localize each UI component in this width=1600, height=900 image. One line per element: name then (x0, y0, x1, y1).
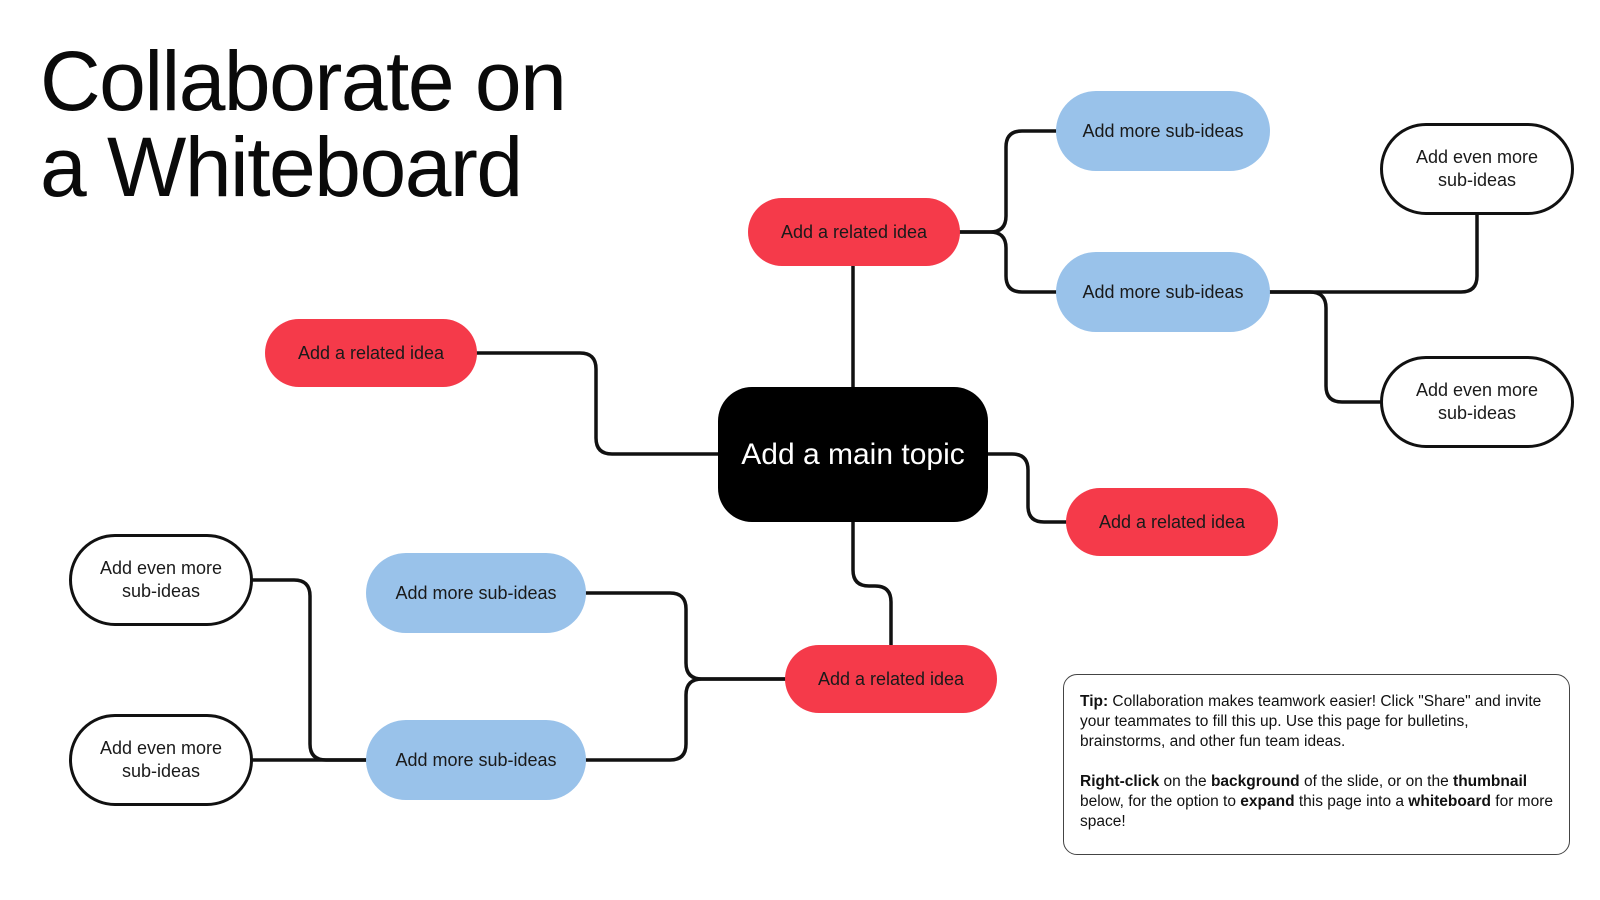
tip-text-segment: whiteboard (1408, 793, 1491, 810)
leaf-idea-label: Add even more sub-ideas (99, 558, 223, 601)
connector-main-related-left (475, 351, 720, 456)
leaf-idea-node-right-1[interactable]: Add even more sub-ideas (1380, 123, 1574, 215)
tip-text-segment: this page into a (1294, 793, 1409, 810)
sub-idea-node-bottom-2[interactable]: Add more sub-ideas (366, 720, 586, 800)
related-idea-node-bottom[interactable]: Add a related idea (785, 645, 997, 713)
sub-idea-node-bottom-1[interactable]: Add more sub-ideas (366, 553, 586, 633)
sub-idea-label: Add more sub-ideas (395, 582, 557, 603)
leaf-idea-node-right-2[interactable]: Add even more sub-ideas (1380, 356, 1574, 448)
main-topic-label: Add a main topic (741, 438, 965, 471)
tip-text-segment: Right-click (1080, 773, 1160, 790)
connector-related-top-sub-1 (958, 129, 1058, 234)
connector-main-related-right (986, 452, 1068, 524)
leaf-idea-label: Add even more sub-ideas (1415, 380, 1539, 423)
sub-idea-label: Add more sub-ideas (1082, 120, 1244, 141)
leaf-idea-node-left-1[interactable]: Add even more sub-ideas (69, 534, 253, 626)
connector-sub-2-leaf-right-2 (1268, 290, 1382, 404)
sub-idea-label: Add more sub-ideas (395, 749, 557, 770)
tip-paragraph-1: Tip: Collaboration makes teamwork easier… (1080, 692, 1555, 752)
related-idea-label: Add a related idea (780, 221, 928, 242)
connector-related-top-sub-2 (958, 230, 1058, 294)
leaf-idea-node-left-2[interactable]: Add even more sub-ideas (69, 714, 253, 806)
related-idea-label: Add a related idea (297, 342, 445, 363)
tip-text-segment: on the (1159, 773, 1211, 790)
connector-related-bottom-sub-2 (584, 677, 787, 762)
tip-text-segment: of the slide, or on the (1299, 773, 1454, 790)
related-idea-label: Add a related idea (1098, 511, 1246, 532)
connector-leaf-left-1-sub-2 (251, 578, 368, 762)
sub-idea-node-top-2[interactable]: Add more sub-ideas (1056, 252, 1270, 332)
connector-related-bottom-sub-1 (584, 591, 787, 681)
main-topic-node[interactable]: Add a main topic (718, 387, 988, 522)
related-idea-node-left[interactable]: Add a related idea (265, 319, 477, 387)
tip-text-segment: background (1210, 773, 1300, 790)
sub-idea-node-top-1[interactable]: Add more sub-ideas (1056, 91, 1270, 171)
page-title-line-1: Collaborate on (40, 34, 567, 128)
page-title-line-2: a Whiteboard (40, 120, 523, 214)
tip-text-segment: for more space! (1080, 793, 1553, 830)
tip-box: Tip: Collaboration makes teamwork easier… (1063, 674, 1570, 855)
related-idea-node-right[interactable]: Add a related idea (1066, 488, 1278, 556)
tip-paragraph-2: Right-click on the background of the sli… (1080, 772, 1555, 832)
tip-text-segment: thumbnail (1453, 773, 1528, 790)
tip-text-segment: Tip: (1080, 693, 1109, 710)
tip-text-segment: Collaboration makes teamwork easier! Cli… (1080, 693, 1542, 750)
sub-idea-label: Add more sub-ideas (1082, 281, 1244, 302)
related-idea-node-top[interactable]: Add a related idea (748, 198, 960, 266)
related-idea-label: Add a related idea (817, 668, 965, 689)
connector-main-related-bottom (851, 520, 893, 647)
tip-text-segment: below, for the option to (1080, 793, 1241, 810)
leaf-idea-label: Add even more sub-ideas (1415, 147, 1539, 190)
page-title: Collaborate on a Whiteboard (40, 34, 567, 214)
leaf-idea-label: Add even more sub-ideas (99, 738, 223, 781)
connector-sub-2-leaf-right-1 (1268, 212, 1479, 294)
tip-text-segment: expand (1240, 793, 1295, 810)
